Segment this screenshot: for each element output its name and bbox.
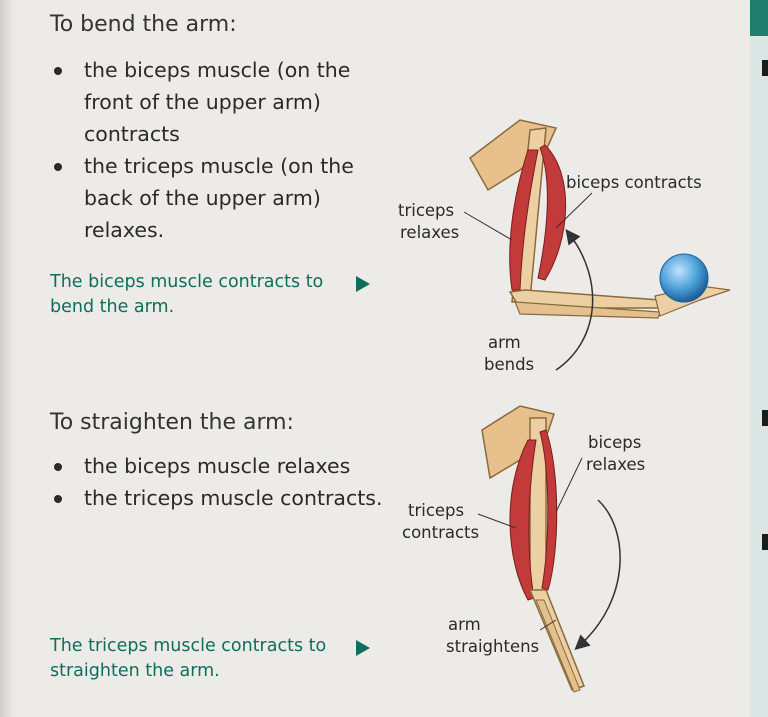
bend-arrow — [555, 229, 594, 371]
triceps-muscle — [509, 439, 537, 601]
ball — [659, 253, 709, 303]
biceps-leader-line — [555, 192, 593, 229]
straighten-bullet-2: the triceps muscle contracts. — [50, 482, 390, 514]
straighten-bullet-1: the biceps muscle relaxes — [50, 450, 390, 482]
bend-bullet-1: the biceps muscle (on the front of the u… — [50, 54, 400, 150]
side-marker — [762, 534, 768, 550]
bent-arm-figure — [463, 119, 731, 371]
bend-heading: To bend the arm: — [50, 12, 237, 37]
label-contracts: contracts — [402, 523, 480, 542]
biceps-muscle — [539, 429, 558, 591]
side-marker — [762, 60, 768, 76]
page-edge — [0, 0, 14, 717]
play-arrow-icon — [356, 276, 370, 292]
side-marker — [762, 410, 768, 426]
bend-caption: The biceps muscle contracts to bend the … — [50, 272, 324, 317]
label-bends: bends — [484, 355, 535, 374]
label-arm: arm — [448, 615, 481, 634]
forearm-bone — [514, 301, 661, 319]
play-arrow-icon — [356, 640, 370, 656]
label-biceps: biceps — [588, 433, 642, 452]
label-straightens: straightens — [446, 637, 540, 656]
label-triceps: triceps — [398, 201, 455, 220]
label-triceps: triceps — [408, 501, 465, 520]
biceps-leader-line — [555, 457, 583, 513]
side-tab-strip — [750, 0, 768, 717]
motion-leader-line — [539, 619, 557, 631]
label-relaxes: relaxes — [400, 223, 460, 242]
triceps-leader-line — [477, 513, 517, 529]
bend-bullet-2: the triceps muscle (on the back of the u… — [50, 150, 400, 246]
side-tab — [750, 0, 768, 36]
forearm-bone — [535, 599, 581, 693]
straight-arm-figure — [477, 405, 621, 693]
straighten-caption: The triceps muscle contracts to straight… — [50, 636, 327, 681]
triceps-leader-line — [463, 211, 513, 241]
straighten-heading: To straighten the arm: — [50, 410, 294, 435]
bend-bullet-list: the biceps muscle (on the front of the u… — [50, 54, 400, 246]
straighten-bullet-list: the biceps muscle relaxes the triceps mu… — [50, 450, 390, 514]
straighten-arrow — [574, 499, 621, 651]
label-biceps-contracts: biceps contracts — [566, 173, 702, 192]
biceps-muscle — [537, 144, 567, 281]
label-relaxes: relaxes — [586, 455, 646, 474]
label-arm: arm — [488, 333, 521, 352]
